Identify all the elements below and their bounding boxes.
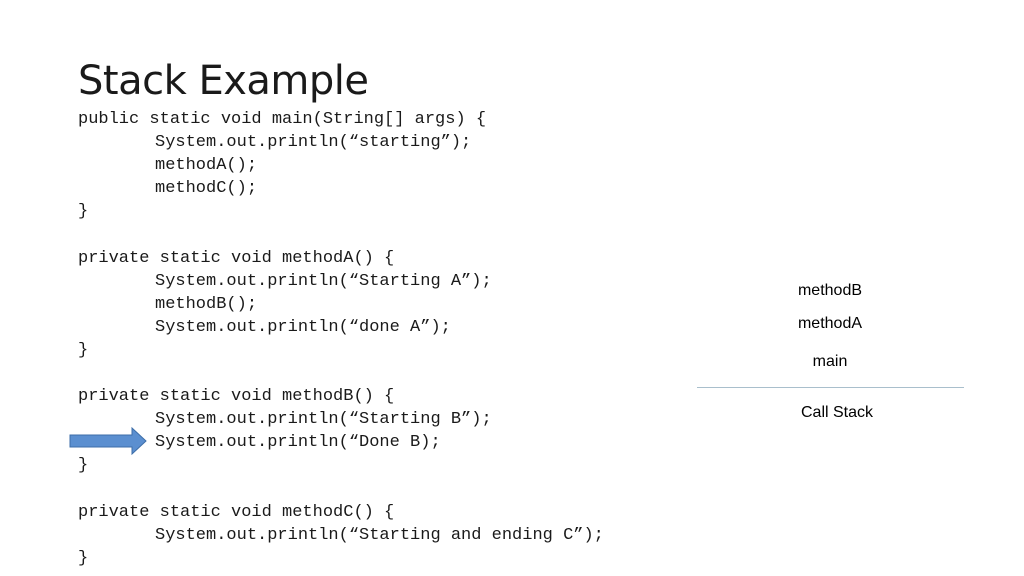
slide-title: Stack Example — [78, 58, 369, 104]
code-line-blank — [78, 478, 604, 501]
code-line-blank — [78, 223, 604, 246]
code-line: methodC(); — [155, 179, 258, 199]
stack-frame-methodA: methodA — [797, 315, 863, 332]
code-line: private static void methodC() { — [78, 502, 395, 522]
code-line: private static void methodB() { — [78, 387, 395, 407]
code-line: methodB(); — [155, 294, 258, 314]
code-line-blank — [78, 362, 604, 385]
code-line: System.out.println(“done A”); — [155, 317, 451, 337]
call-stack-label: Call Stack — [800, 404, 874, 421]
code-line: } — [78, 202, 89, 222]
code-line: System.out.println(“Starting B”); — [155, 410, 492, 430]
code-block: public static void main(String[] args) {… — [78, 108, 604, 570]
code-line: } — [78, 456, 89, 476]
stack-divider — [697, 387, 964, 388]
code-line: } — [78, 548, 89, 568]
code-line: public static void main(String[] args) { — [78, 110, 487, 129]
code-line-current: System.out.println(“Done B); — [155, 433, 441, 453]
stack-frame-main: main — [812, 353, 848, 370]
code-line: methodA(); — [155, 156, 258, 176]
code-line: } — [78, 340, 89, 360]
code-line: System.out.println(“starting”); — [155, 133, 472, 153]
code-line: System.out.println(“Starting and ending … — [155, 525, 604, 545]
code-line: private static void methodA() { — [78, 248, 395, 268]
right-arrow-icon — [69, 427, 147, 455]
code-line: System.out.println(“Starting A”); — [155, 271, 492, 291]
stack-frame-methodB: methodB — [797, 282, 863, 299]
